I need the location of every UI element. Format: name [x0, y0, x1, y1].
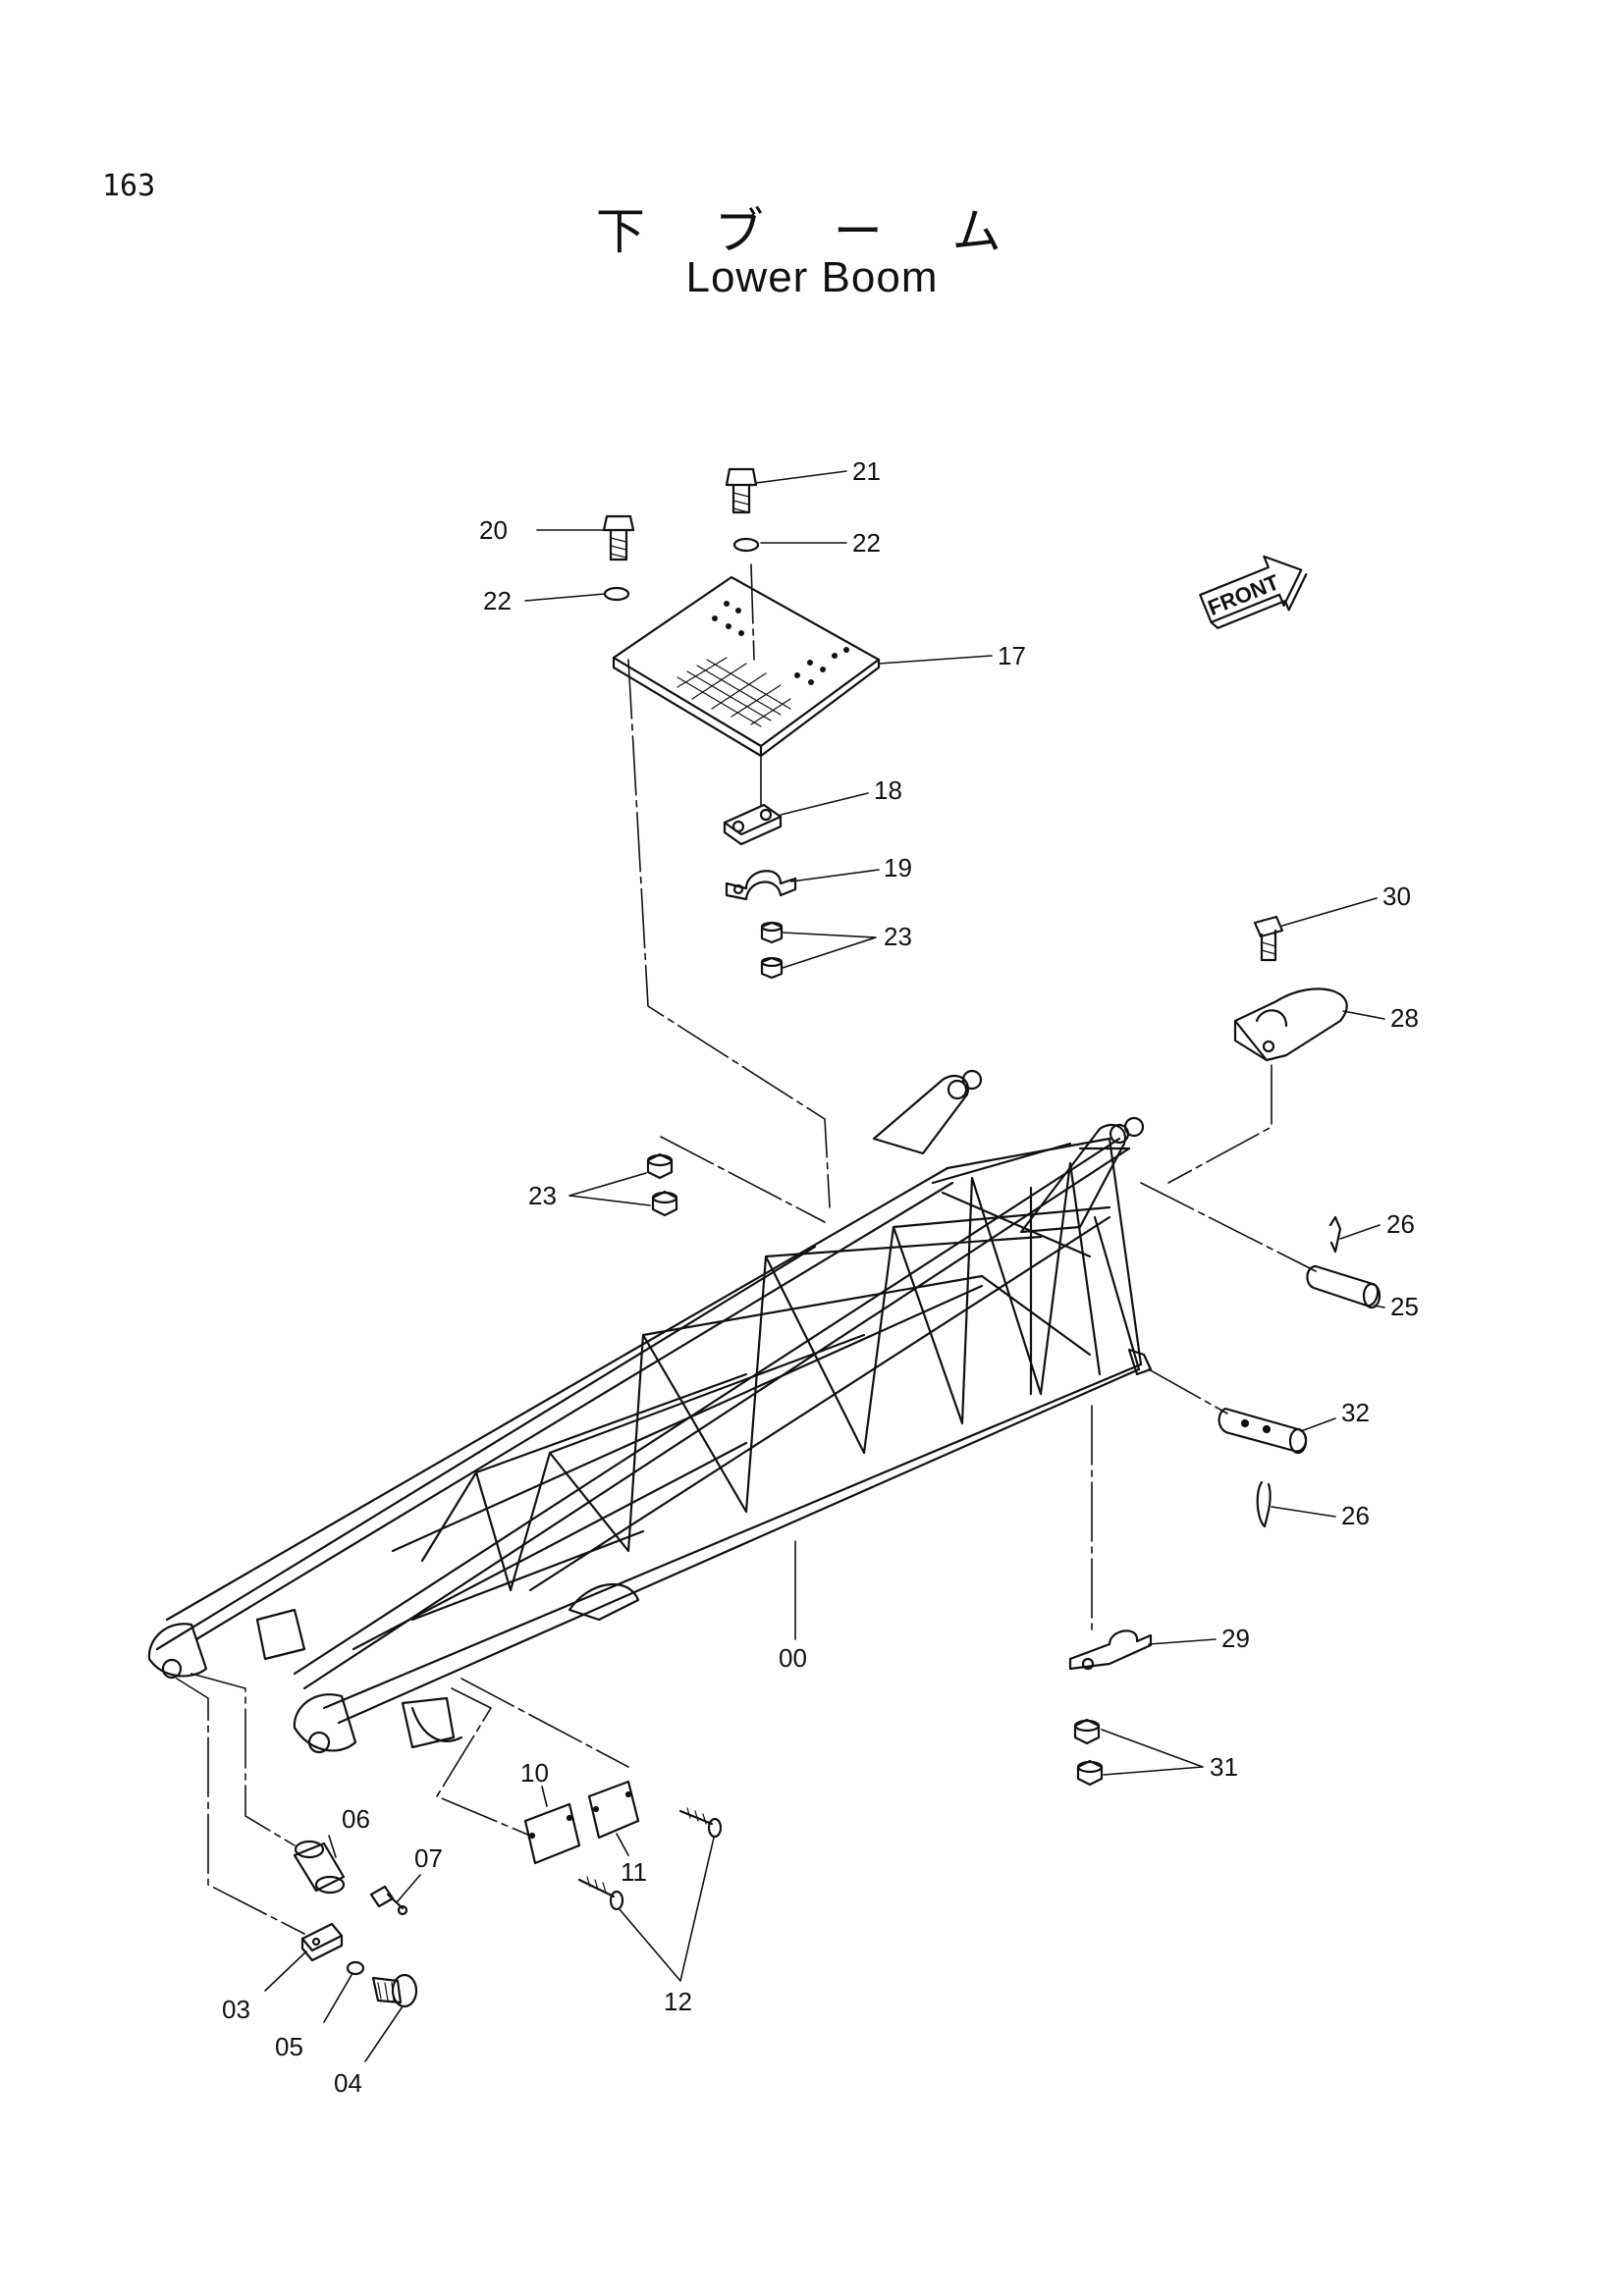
label-20: 20 [479, 515, 508, 545]
washer-22-right [732, 537, 760, 553]
boom-bottom-chord-inner [337, 1367, 1141, 1725]
label-23-top: 23 [884, 922, 912, 951]
boom-bottom-lug [1127, 1348, 1153, 1376]
washer-05 [346, 1960, 365, 1976]
page-number: 163 [102, 169, 156, 203]
label-28: 28 [1390, 1003, 1419, 1033]
label-29: 29 [1221, 1624, 1250, 1653]
clip-26-upper [1328, 1215, 1342, 1254]
label-11: 11 [621, 1857, 647, 1887]
label-03: 03 [222, 1995, 250, 2024]
leader-lines [264, 470, 1385, 2062]
washer-22-left [603, 586, 630, 602]
platform-plate [612, 575, 881, 758]
label-04: 04 [334, 2068, 362, 2098]
nut-23-left-2 [651, 1190, 678, 1217]
label-26-upper: 26 [1386, 1209, 1415, 1239]
label-26-lower: 26 [1341, 1501, 1370, 1530]
plate-10 [523, 1802, 581, 1865]
foot-lug [410, 1706, 463, 1742]
boom-bottom-chord [322, 1362, 1143, 1710]
boom-lower-left-chord-2 [293, 1137, 1121, 1676]
label-32: 32 [1341, 1398, 1370, 1427]
grease-fitting-07 [369, 1885, 408, 1916]
foot-gusset-right [401, 1696, 456, 1749]
label-10: 10 [520, 1758, 549, 1788]
title-english: Lower Boom [685, 253, 939, 301]
nut-31-1 [1073, 1718, 1101, 1745]
boom-upper-chord [155, 1245, 817, 1651]
boom-head-pin-upper [947, 1079, 968, 1100]
bracket-28 [1233, 988, 1348, 1062]
lattice-struts [931, 1142, 1141, 1396]
label-18: 18 [874, 775, 902, 805]
platform-grating [677, 657, 791, 727]
bolt-20 [602, 514, 635, 561]
boom-foot-right [293, 1693, 357, 1752]
boom-foot-pin-left [161, 1658, 183, 1680]
pin-25 [1306, 1264, 1381, 1309]
label-22-left: 22 [483, 586, 512, 615]
boom-top-chord-right [946, 1137, 1111, 1170]
nut-23-top-2 [760, 956, 784, 980]
label-23-left: 23 [528, 1181, 557, 1210]
clip-26-lower [1256, 1480, 1272, 1528]
foot-gusset-left [255, 1608, 306, 1661]
label-07: 07 [414, 1843, 443, 1873]
nut-23-top-1 [760, 921, 784, 944]
lower-boom-frame [147, 1069, 1153, 1754]
u-clamp-19 [725, 870, 797, 901]
plate-03 [300, 1922, 344, 1962]
platform-holes [712, 601, 849, 685]
front-direction-arrow: FRONT [1199, 555, 1308, 629]
foot-fairing [568, 1582, 640, 1622]
label-19: 19 [884, 853, 912, 882]
label-05: 05 [275, 2032, 303, 2061]
label-30: 30 [1382, 881, 1411, 911]
screw-12-upper [678, 1807, 723, 1839]
boom-lower-left-chord [302, 1147, 1131, 1690]
assembly-lines [176, 563, 1317, 1935]
boom-head-bracket-upper [872, 1074, 970, 1155]
clamp-29 [1068, 1629, 1153, 1671]
label-25: 25 [1390, 1292, 1419, 1321]
boom-foot-left [147, 1623, 208, 1678]
plate-11 [587, 1780, 640, 1840]
boom-mid-chord [194, 1181, 954, 1641]
label-12: 12 [664, 1987, 692, 2016]
boom-head-bracket-lower [1019, 1123, 1127, 1234]
label-06: 06 [342, 1804, 370, 1834]
bolt-21 [725, 467, 758, 514]
label-00: 00 [779, 1643, 807, 1673]
boom-top-chord-left [165, 1166, 949, 1622]
title-japanese: 下 ブ ー ム [595, 203, 1029, 260]
bushing-06 [293, 1840, 346, 1895]
label-22-right: 22 [852, 528, 881, 558]
part-number-labels: 20 22 21 22 17 18 19 23 23 30 28 26 25 3… [222, 456, 1419, 2098]
pin-32 [1218, 1407, 1308, 1455]
nut-31-2 [1076, 1759, 1104, 1787]
clamp-plate-18 [723, 803, 783, 846]
boom-right-vertical [1108, 1137, 1143, 1366]
bolt-30 [1253, 915, 1284, 962]
nut-23-left-1 [646, 1152, 674, 1180]
lattice-diagonals [352, 1161, 1111, 1651]
label-21: 21 [852, 456, 881, 486]
label-17: 17 [998, 641, 1026, 670]
label-31: 31 [1210, 1752, 1238, 1782]
boom-foot-pin-right [307, 1731, 331, 1754]
screw-12-lower [577, 1876, 624, 1911]
bolt-04 [371, 1973, 418, 2008]
